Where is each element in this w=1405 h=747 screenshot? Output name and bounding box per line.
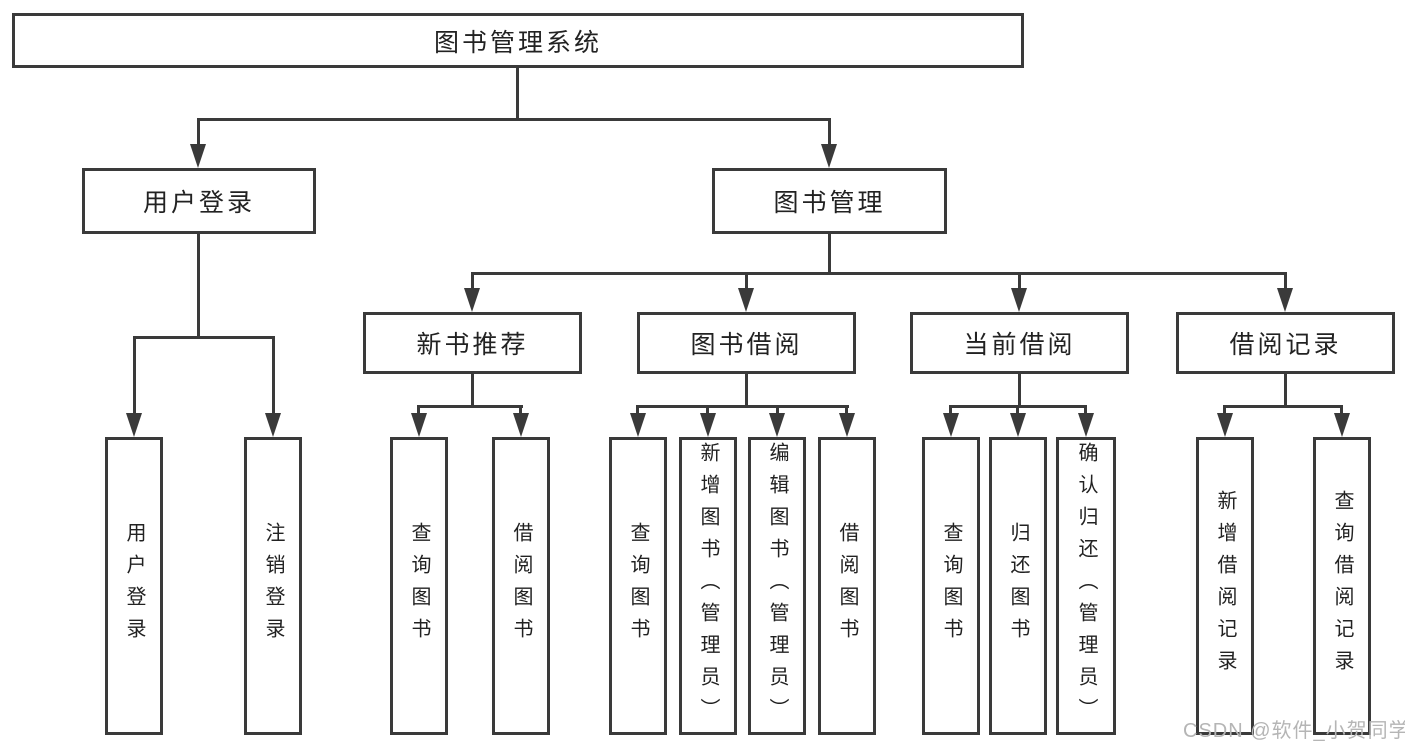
arrow-down-icon: [1010, 413, 1026, 437]
connector-line: [1284, 374, 1287, 408]
leaf-confirm-return-admin: 确认归还（管理员）: [1056, 437, 1116, 735]
connector-line: [197, 234, 200, 339]
connector-line: [828, 233, 831, 275]
connector-line: [1016, 405, 1019, 419]
node-book-borrowing: 图书借阅: [637, 312, 856, 374]
arrow-down-icon: [126, 413, 142, 437]
leaf-query-borrow-record: 查询借阅记录: [1313, 437, 1371, 735]
connector-line: [828, 118, 831, 150]
connector-line: [1084, 405, 1087, 419]
connector-line: [417, 405, 420, 419]
connector-line: [776, 405, 779, 419]
leaf-add-borrow-record-label: 新增借阅记录: [1214, 490, 1236, 682]
leaf-borrow-books-recommend-label: 借阅图书: [510, 522, 532, 650]
connector-line: [418, 405, 523, 408]
arrow-down-icon: [411, 413, 427, 437]
arrow-down-icon: [190, 144, 206, 168]
connector-line: [1223, 405, 1226, 419]
connector-line: [519, 405, 522, 419]
leaf-borrow-books: 借阅图书: [818, 437, 876, 735]
arrow-down-icon: [1011, 288, 1027, 312]
connector-line: [197, 118, 831, 121]
arrow-down-icon: [1217, 413, 1233, 437]
connector-line: [1018, 374, 1021, 408]
connector-line: [516, 68, 519, 121]
node-root-label: 图书管理系统: [433, 28, 602, 57]
leaf-edit-book-admin: 编辑图书（管理员）: [748, 437, 806, 735]
leaf-query-books-recommend-label: 查询图书: [408, 522, 430, 650]
arrow-down-icon: [700, 413, 716, 437]
connector-line: [133, 336, 136, 420]
arrow-down-icon: [1078, 413, 1094, 437]
node-root: 图书管理系统: [12, 13, 1024, 68]
leaf-borrow-books-label: 借阅图书: [836, 522, 858, 650]
leaf-logout: 注销登录: [244, 437, 302, 735]
node-user-login: 用户登录: [82, 168, 316, 234]
connector-line: [637, 405, 849, 408]
connector-line: [471, 374, 474, 408]
leaf-user-login-label: 用户登录: [123, 522, 145, 650]
leaf-return-book-label: 归还图书: [1007, 522, 1029, 650]
arrow-down-icon: [513, 413, 529, 437]
node-new-book-recommendation: 新书推荐: [363, 312, 582, 374]
node-current-borrowing-label: 当前借阅: [963, 331, 1076, 359]
leaf-query-books-borrow-label: 查询图书: [627, 522, 649, 650]
connector-line: [636, 405, 639, 419]
leaf-query-books-borrow: 查询图书: [609, 437, 667, 735]
node-book-management: 图书管理: [712, 168, 947, 234]
connector-line: [745, 374, 748, 408]
connector-line: [845, 405, 848, 419]
arrow-down-icon: [839, 413, 855, 437]
node-new-book-recommendation-label: 新书推荐: [416, 331, 529, 359]
leaf-edit-book-admin-label: 编辑图书（管理员）: [766, 442, 788, 730]
leaf-query-books-current: 查询图书: [922, 437, 980, 735]
arrow-down-icon: [821, 144, 837, 168]
connector-line: [949, 405, 952, 419]
connector-line: [1224, 405, 1342, 408]
arrow-down-icon: [265, 413, 281, 437]
connector-line: [1018, 272, 1021, 294]
node-current-borrowing: 当前借阅: [910, 312, 1129, 374]
arrow-down-icon: [769, 413, 785, 437]
node-book-borrowing-label: 图书借阅: [690, 331, 803, 359]
connector-line: [1340, 405, 1343, 419]
leaf-confirm-return-admin-label: 确认归还（管理员）: [1075, 442, 1097, 730]
leaf-borrow-books-recommend: 借阅图书: [492, 437, 550, 735]
arrow-down-icon: [1277, 288, 1293, 312]
node-book-management-label: 图书管理: [773, 189, 886, 217]
connector-line: [133, 336, 275, 339]
connector-line: [471, 272, 1287, 275]
leaf-query-books-recommend: 查询图书: [390, 437, 448, 735]
leaf-user-login: 用户登录: [105, 437, 163, 735]
leaf-add-book-admin-label: 新增图书（管理员）: [697, 442, 719, 730]
connector-line: [706, 405, 709, 419]
node-borrowing-records-label: 借阅记录: [1229, 331, 1342, 359]
leaf-query-borrow-record-label: 查询借阅记录: [1331, 490, 1353, 682]
connector-line: [745, 272, 748, 294]
watermark: CSDN @软件_小贺同学: [1183, 720, 1405, 742]
connector-line: [272, 336, 275, 420]
connector-line: [471, 272, 474, 294]
arrow-down-icon: [630, 413, 646, 437]
connector-line: [197, 118, 200, 150]
arrow-down-icon: [738, 288, 754, 312]
leaf-add-book-admin: 新增图书（管理员）: [679, 437, 737, 735]
arrow-down-icon: [1334, 413, 1350, 437]
connector-line: [1284, 272, 1287, 294]
leaf-query-books-current-label: 查询图书: [940, 522, 962, 650]
leaf-add-borrow-record: 新增借阅记录: [1196, 437, 1254, 735]
node-user-login-label: 用户登录: [142, 189, 255, 217]
node-borrowing-records: 借阅记录: [1176, 312, 1395, 374]
arrow-down-icon: [464, 288, 480, 312]
leaf-logout-label: 注销登录: [262, 522, 284, 650]
leaf-return-book: 归还图书: [989, 437, 1047, 735]
arrow-down-icon: [943, 413, 959, 437]
